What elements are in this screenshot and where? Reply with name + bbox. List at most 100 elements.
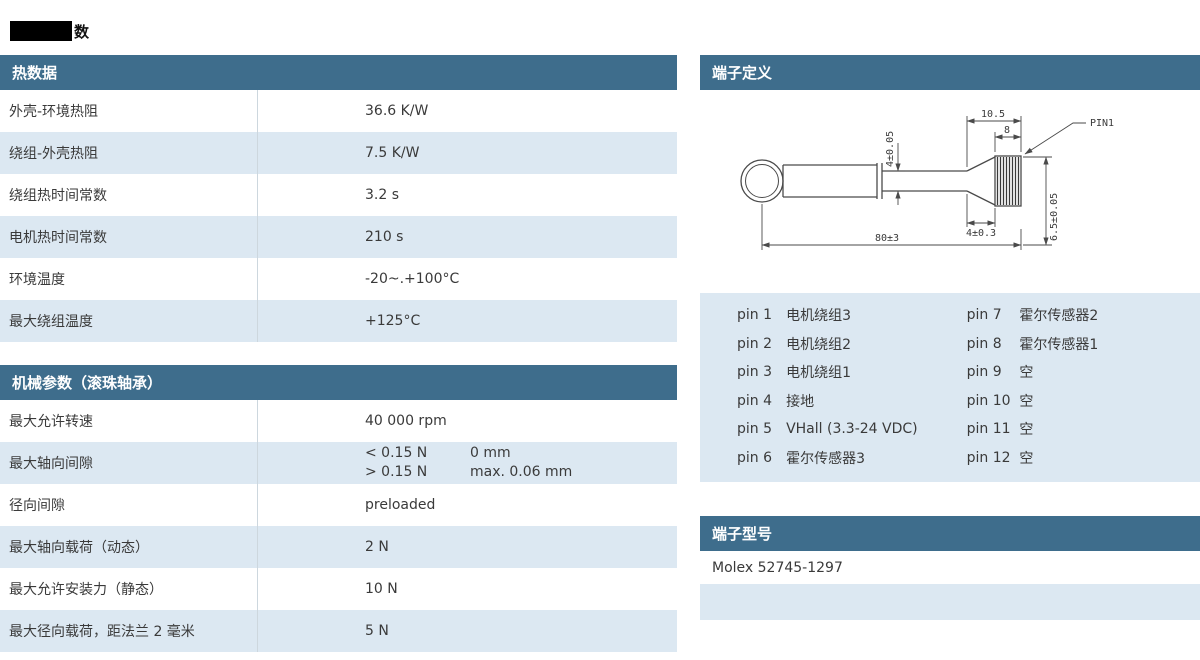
spec-row: 最大允许转速 40 000 rpm — [0, 400, 677, 442]
axial-play-condition: < 0.15 N — [365, 445, 428, 461]
pin-row: pin 5 VHall (3.3-24 VDC) pin 11 空 — [737, 415, 1200, 444]
spec-label: 电机热时间常数 — [0, 216, 258, 258]
dim-neck-length-label: 4±0.3 — [966, 228, 996, 239]
spec-label: 最大绕组温度 — [0, 300, 258, 342]
pin-description: 霍尔传感器1 — [1019, 336, 1099, 353]
spec-value: preloaded — [365, 497, 436, 513]
spec-row: 外壳-环境热阻 36.6 K/W — [0, 90, 677, 132]
spec-value: -20~.+100°C — [365, 271, 460, 287]
dimension-labels: 10.5 8 4±0.05 4±0.3 80±3 6.5±0.05 PIN1 — [875, 109, 1114, 244]
pin-description: VHall (3.3-24 VDC) — [786, 421, 918, 438]
section-gap — [0, 342, 677, 365]
pin-description: 空 — [1019, 422, 1034, 439]
spec-value: 10 N — [365, 581, 398, 597]
spec-label: 绕组热时间常数 — [0, 174, 258, 216]
pin-description: 电机绕组1 — [786, 365, 851, 382]
pin-row: pin 6 霍尔传感器3 pin 12 空 — [737, 444, 1200, 473]
pin1-callout-label: PIN1 — [1090, 118, 1114, 129]
dim-cable-width-label: 4±0.05 — [885, 131, 896, 167]
pin-row: pin 2 电机绕组2 pin 8 霍尔传感器1 — [737, 330, 1200, 359]
dim-connector-height-label: 6.5±0.05 — [1049, 193, 1060, 241]
dimension-lines — [761, 116, 1086, 250]
pin-number: pin 6 — [737, 449, 773, 466]
pin-number: pin 12 — [966, 449, 1011, 466]
motor-connector-drawing-area: 10.5 8 4±0.05 4±0.3 80±3 6.5±0.05 PIN1 — [700, 90, 1200, 293]
pin-description: 电机绕组2 — [786, 336, 851, 353]
title-mask-block — [10, 21, 72, 41]
axial-play-condition: > 0.15 N — [365, 464, 428, 480]
mechanical-section-header: 机械参数（滚珠轴承） — [0, 365, 677, 400]
pin-number: pin 1 — [737, 307, 773, 324]
dim-pin-area-width-label: 8 — [1004, 125, 1010, 136]
spec-value: 2 N — [365, 539, 389, 555]
axial-play-line-1: < 0.15 N 0 mm — [365, 444, 677, 463]
spec-label: 最大轴向载荷（动态） — [0, 526, 258, 568]
pin-description: 空 — [1019, 450, 1034, 467]
pin-number: pin 3 — [737, 364, 773, 381]
mechanical-parameters-section: 机械参数（滚珠轴承） 最大允许转速 40 000 rpm 最大轴向间隙 < 0.… — [0, 365, 677, 652]
dim-connector-width-label: 10.5 — [981, 109, 1005, 120]
page-title: 数 — [10, 20, 89, 42]
axial-play-value: 0 mm — [470, 445, 511, 461]
spec-label: 最大径向载荷，距法兰 2 毫米 — [0, 610, 258, 652]
pin-number: pin 2 — [737, 335, 773, 352]
spec-value: 3.2 s — [365, 187, 400, 203]
pin-number: pin 4 — [737, 392, 773, 409]
pin-description: 接地 — [786, 393, 815, 410]
spec-row: 最大允许安装力（静态） 10 N — [0, 568, 677, 610]
connector-pins-hatch — [996, 157, 1020, 205]
spec-label: 径向间隙 — [0, 484, 258, 526]
spec-value: +125°C — [365, 313, 421, 329]
spec-row: 最大径向载荷，距法兰 2 毫米 5 N — [0, 610, 677, 652]
pin-description: 空 — [1019, 365, 1034, 382]
pin-description: 空 — [1019, 393, 1034, 410]
thermal-section-header: 热数据 — [0, 55, 677, 90]
spec-value: 36.6 K/W — [365, 103, 429, 119]
right-column: 端子定义 — [700, 55, 1200, 620]
terminal-model-value: Molex 52745-1297 — [712, 559, 843, 576]
spec-row: 环境温度 -20~.+100°C — [0, 258, 677, 300]
spec-value: 40 000 rpm — [365, 413, 447, 429]
spec-value: 5 N — [365, 623, 389, 639]
pin-row: pin 3 电机绕组1 pin 9 空 — [737, 358, 1200, 387]
terminal-model-empty-row — [700, 584, 1200, 620]
pin-description: 霍尔传感器3 — [786, 450, 865, 467]
terminal-definition-section: 端子定义 — [700, 55, 1200, 482]
spec-label: 外壳-环境热阻 — [0, 90, 258, 132]
pin-description: 电机绕组3 — [786, 308, 851, 325]
thermal-data-section: 热数据 外壳-环境热阻 36.6 K/W 绕组-外壳热阻 7.5 K/W 绕组热… — [0, 55, 677, 342]
spec-value: 7.5 K/W — [365, 145, 420, 161]
left-column: 热数据 外壳-环境热阻 36.6 K/W 绕组-外壳热阻 7.5 K/W 绕组热… — [0, 55, 677, 652]
spec-label: 最大允许转速 — [0, 400, 258, 442]
pin-row: pin 1 电机绕组3 pin 7 霍尔传感器2 — [737, 301, 1200, 330]
spec-row: 绕组-外壳热阻 7.5 K/W — [0, 132, 677, 174]
spec-label: 绕组-外壳热阻 — [0, 132, 258, 174]
pin-number: pin 9 — [966, 364, 1002, 381]
spec-row: 最大绕组温度 +125°C — [0, 300, 677, 342]
spec-row: 绕组热时间常数 3.2 s — [0, 174, 677, 216]
spec-row: 最大轴向载荷（动态） 2 N — [0, 526, 677, 568]
pin-number: pin 10 — [966, 392, 1011, 409]
spec-row: 电机热时间常数 210 s — [0, 216, 677, 258]
pin-number: pin 8 — [966, 335, 1002, 352]
spec-row: 径向间隙 preloaded — [0, 484, 677, 526]
page-title-text: 数 — [74, 22, 90, 41]
pin-number: pin 11 — [966, 421, 1011, 438]
pin-description: 霍尔传感器2 — [1019, 308, 1099, 325]
spec-label: 环境温度 — [0, 258, 258, 300]
pin-table: pin 1 电机绕组3 pin 7 霍尔传感器2 pin 2 电机绕组2 pin… — [700, 293, 1200, 482]
terminal-model-header: 端子型号 — [700, 516, 1200, 551]
spec-label: 最大允许安装力（静态） — [0, 568, 258, 610]
section-gap — [700, 482, 1200, 516]
terminal-model-row: Molex 52745-1297 — [700, 551, 1200, 584]
axial-play-line-2: > 0.15 N max. 0.06 mm — [365, 463, 677, 482]
motor-outline — [740, 155, 1022, 207]
spec-row-axial-play: 最大轴向间隙 < 0.15 N 0 mm > 0.15 N max. 0.06 … — [0, 442, 677, 484]
motor-dimension-drawing: 10.5 8 4±0.05 4±0.3 80±3 6.5±0.05 PIN1 — [740, 109, 1114, 250]
pin-row: pin 4 接地 pin 10 空 — [737, 387, 1200, 416]
spec-value-multiline: < 0.15 N 0 mm > 0.15 N max. 0.06 mm — [258, 444, 677, 482]
pin-number: pin 5 — [737, 421, 773, 438]
axial-play-value: max. 0.06 mm — [470, 464, 573, 480]
spec-value: 210 s — [365, 229, 404, 245]
